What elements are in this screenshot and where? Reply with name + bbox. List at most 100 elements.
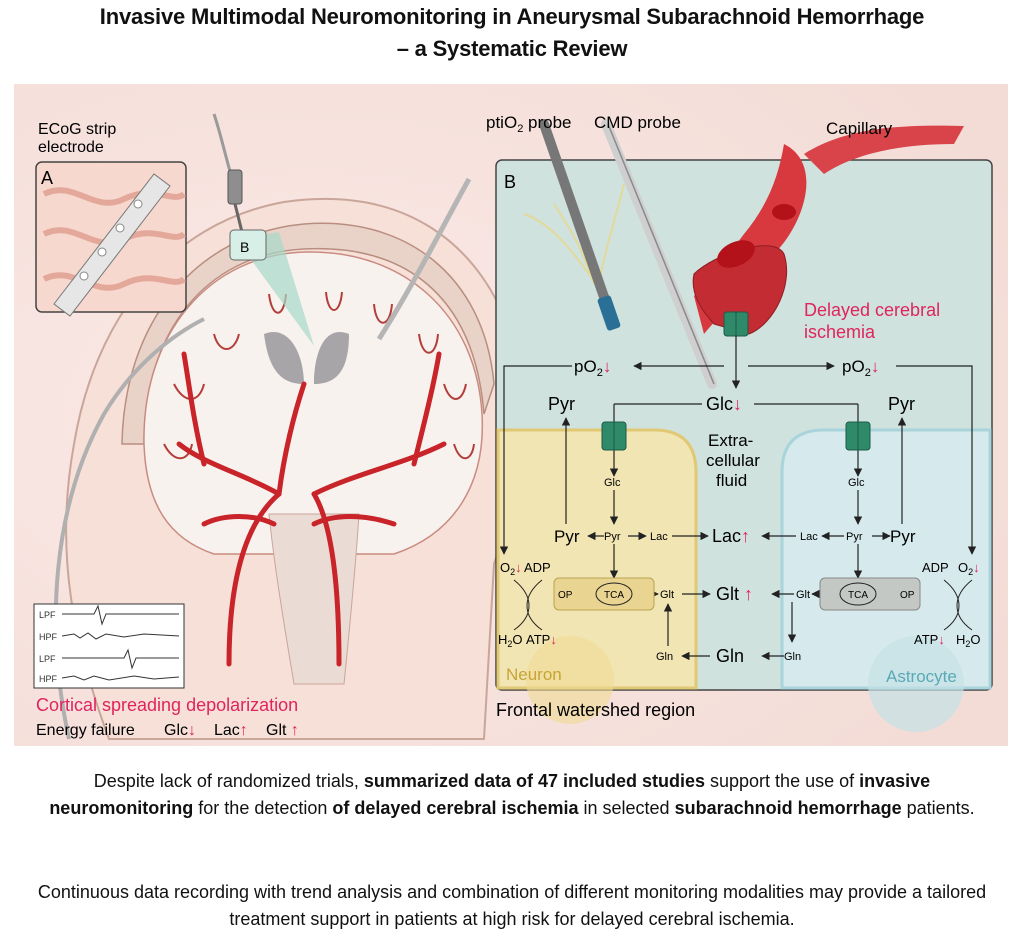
astrocyte-cell bbox=[780, 428, 992, 690]
po2-right: pO2↓ bbox=[842, 357, 879, 379]
astro-tca: TCA bbox=[848, 590, 868, 601]
probe-cable-right bbox=[376, 177, 472, 341]
summary-1-text-e: for the detection bbox=[193, 798, 333, 818]
red-blood-cell-1 bbox=[717, 240, 755, 268]
neuron-tca: TCA bbox=[604, 590, 624, 601]
ptio2-probe-label: ptiO2 probe bbox=[486, 113, 572, 135]
astrocyte-transporter bbox=[845, 421, 871, 451]
capillary-label: Capillary bbox=[826, 119, 893, 138]
summary-1-text-a: Despite lack of randomized trials, bbox=[93, 771, 364, 791]
trace-label-lpf-1: LPF bbox=[39, 610, 56, 620]
ecog-contacts bbox=[79, 199, 143, 281]
panel-b-letter: B bbox=[504, 172, 516, 192]
figure-title-line-2: – a Systematic Review bbox=[396, 36, 628, 61]
energy-glt: Glt ↑ bbox=[266, 722, 299, 739]
ptio2-probe-tip bbox=[597, 295, 621, 331]
summary-1-text-c: support the use of bbox=[705, 771, 860, 791]
ecf-line-1: Extra- bbox=[708, 431, 753, 450]
energy-glc: Glc↓ bbox=[164, 722, 196, 739]
energy-lac: Lac↑ bbox=[214, 722, 248, 739]
neuron-adp: ADP bbox=[524, 560, 551, 575]
trace-label-hpf-2: HPF bbox=[39, 674, 58, 684]
neuron-glc: Glc bbox=[604, 477, 621, 489]
summary-paragraph-2: Continuous data recording with trend ana… bbox=[37, 882, 987, 929]
neuron-pyr-large: Pyr bbox=[554, 527, 580, 546]
neuron-op: OP bbox=[558, 590, 573, 601]
neuron-gln: Gln bbox=[656, 651, 673, 663]
cmd-probe-label: CMD probe bbox=[594, 113, 681, 132]
pyr-left: Pyr bbox=[548, 394, 575, 414]
astro-lac: Lac bbox=[800, 531, 818, 543]
astro-h2o: H2O bbox=[956, 632, 981, 649]
small-metabolites: Glc Glc Pyr Pyr Lac Lac Glt Glt Gln Gln bbox=[604, 477, 865, 663]
astro-glc: Glc bbox=[848, 477, 865, 489]
ptio2-probe-shaft bbox=[539, 119, 617, 325]
astrocyte-tca-box: TCA OP bbox=[819, 577, 921, 611]
pyr-right: Pyr bbox=[888, 394, 915, 414]
neuron-nucleus bbox=[526, 636, 614, 724]
figure-title-line-1: Invasive Multimodal Neuromonitoring in A… bbox=[99, 4, 925, 29]
trace-label-hpf-1: HPF bbox=[39, 632, 58, 642]
neuron-tca-box: TCA OP bbox=[553, 577, 655, 611]
summary-1-text-i: patients. bbox=[901, 798, 975, 818]
neuron-atp: ATP↓ bbox=[526, 632, 557, 647]
summary-1-text-g: in selected bbox=[578, 798, 675, 818]
cmd-probe-edge bbox=[607, 123, 715, 385]
po2-left: pO2↓ bbox=[574, 357, 611, 379]
astro-atp: ATP↓ bbox=[914, 632, 945, 647]
neuron-lac: Lac bbox=[650, 531, 668, 543]
inset-a-letter: A bbox=[41, 168, 53, 188]
neuron-o2: O2↓ bbox=[500, 560, 522, 577]
region-b-marker bbox=[229, 229, 267, 261]
neuron-cell bbox=[496, 428, 698, 690]
astro-glt: Glt bbox=[796, 589, 810, 601]
brain-coronal-section bbox=[143, 251, 484, 555]
probe-b-insert bbox=[227, 169, 243, 205]
graphical-abstract-figure: B A A ECoG strip electrode LPF HPF LPF H… bbox=[14, 84, 1008, 746]
ecog-trace-lines bbox=[61, 604, 180, 681]
ecog-strip bbox=[53, 173, 171, 317]
probe-b-shaft bbox=[233, 203, 244, 233]
ecog-traces-box bbox=[33, 603, 185, 689]
astro-adp: ADP bbox=[922, 560, 949, 575]
neuron-pyr: Pyr bbox=[604, 531, 621, 543]
summary-paragraph-1: Despite lack of randomized trials, summa… bbox=[20, 768, 1004, 822]
astrocyte-nucleus bbox=[868, 636, 964, 732]
summary-1-bold-dci: of delayed cerebral ischemia bbox=[332, 798, 579, 818]
capillary-vessel bbox=[804, 125, 964, 174]
ecf-line-2: cellular bbox=[706, 451, 760, 470]
astro-pyr-large: Pyr bbox=[890, 527, 916, 546]
ecf-line-3: fluid bbox=[716, 471, 747, 490]
neuron-glt: Glt bbox=[660, 589, 674, 601]
astro-pyr: Pyr bbox=[846, 531, 863, 543]
summary-1-bold-studies: summarized data of 47 included studies bbox=[363, 771, 706, 791]
red-blood-cell-2 bbox=[772, 204, 796, 220]
summary-1-bold-sah: subarachnoid hemorrhage bbox=[674, 798, 902, 818]
astro-atp-arc bbox=[943, 579, 973, 631]
dci-label-line-2: ischemia bbox=[804, 322, 876, 342]
cmd-probe-shaft bbox=[601, 119, 717, 389]
csd-label: Cortical spreading depolarization bbox=[36, 695, 298, 715]
ecog-label-line-1: ECoG strip bbox=[38, 121, 116, 138]
astro-op: OP bbox=[900, 590, 915, 601]
ecog-label-line-2: electrode bbox=[38, 139, 104, 156]
neuron-label: Neuron bbox=[506, 665, 562, 684]
astro-gln: Gln bbox=[784, 651, 801, 663]
glc-extracellular: Glc↓ bbox=[706, 394, 742, 414]
glt-extracellular: Glt ↑ bbox=[716, 584, 753, 604]
cerebral-arteries bbox=[176, 351, 447, 667]
lac-extracellular: Lac↑ bbox=[712, 526, 750, 546]
region-b-letter: B bbox=[240, 239, 249, 255]
ecog-trace-labels: LPF HPF LPF HPF bbox=[39, 610, 58, 684]
trace-label-lpf-2: LPF bbox=[39, 654, 56, 664]
skull bbox=[121, 222, 495, 445]
energy-failure-label: Energy failure bbox=[36, 722, 135, 739]
neuron-atp-arc bbox=[513, 579, 543, 631]
dci-label-line-1: Delayed cerebral bbox=[804, 300, 940, 320]
ventricles bbox=[264, 332, 349, 384]
frontal-watershed-label: Frontal watershed region bbox=[496, 700, 695, 720]
neuron-transporter bbox=[601, 421, 627, 451]
summary-1-bold-neuromonitoring: invasive neuromonitoring bbox=[49, 771, 931, 818]
astro-o2: O2↓ bbox=[958, 560, 980, 577]
neuron-h2o: H2O bbox=[498, 632, 523, 649]
